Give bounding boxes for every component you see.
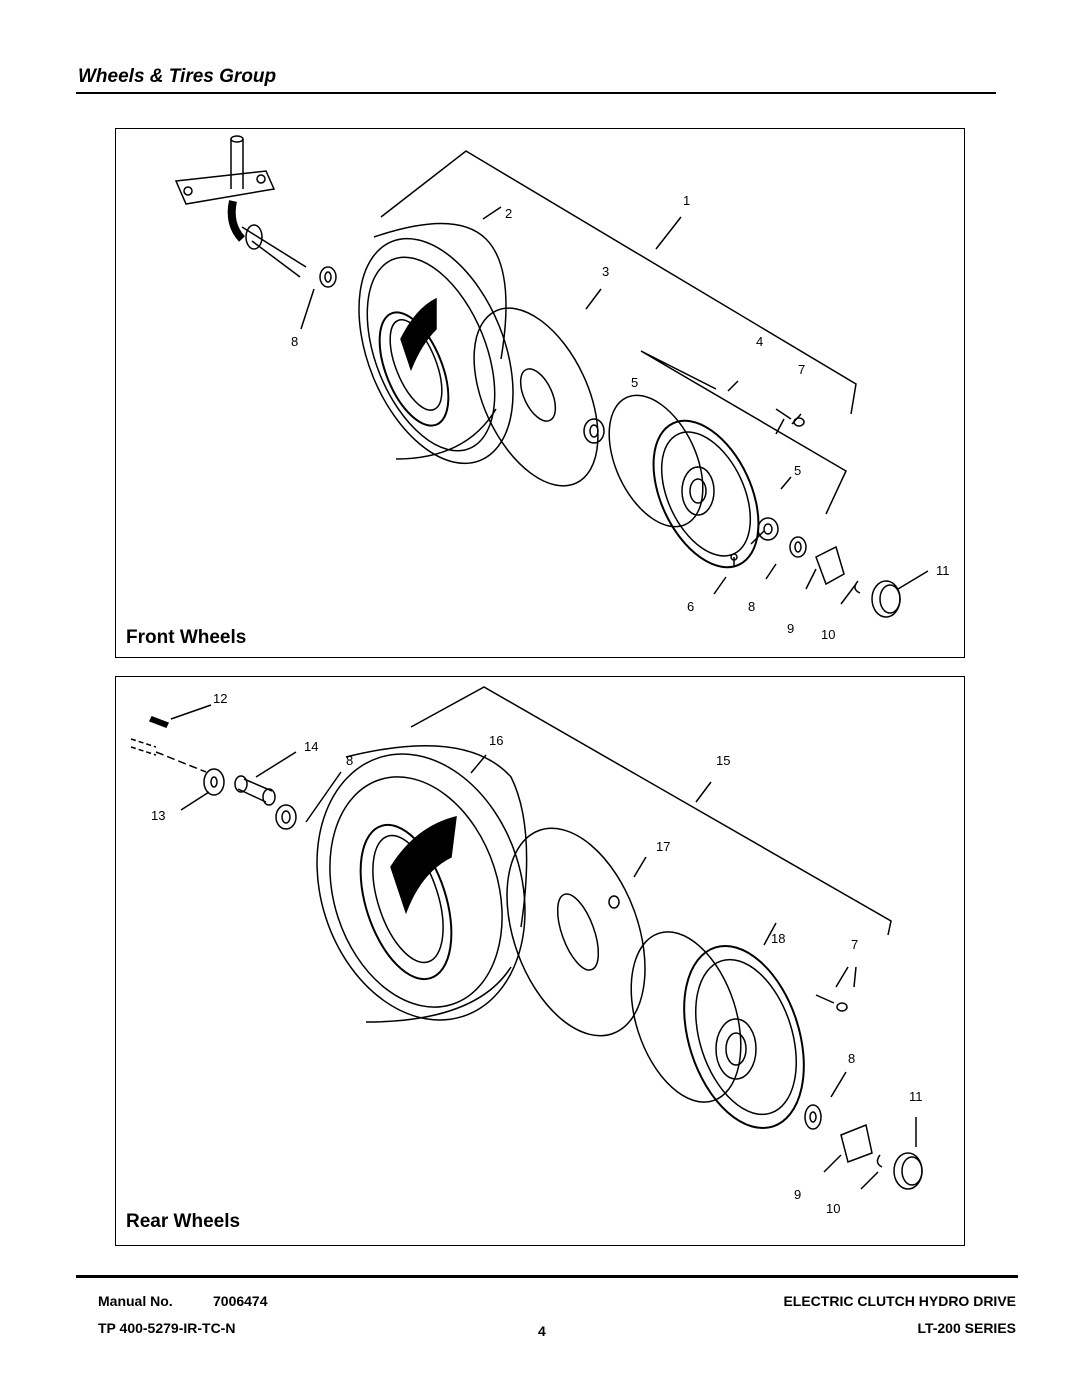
callout-1: 1 bbox=[683, 193, 690, 208]
callout-17: 17 bbox=[656, 839, 670, 854]
callout-15: 15 bbox=[716, 753, 730, 768]
callout-10: 10 bbox=[826, 1201, 840, 1216]
callout-8: 8 bbox=[291, 334, 298, 349]
callout-5: 5 bbox=[631, 375, 638, 390]
callout-18: 18 bbox=[771, 931, 785, 946]
callout-8b: 8 bbox=[748, 599, 755, 614]
product-title: ELECTRIC CLUTCH HYDRO DRIVE bbox=[783, 1293, 1016, 1309]
manual-number: 7006474 bbox=[213, 1293, 268, 1309]
rear-wheels-diagram: 12 13 14 8 15 16 17 18 7 8 9 10 11 bbox=[130, 686, 923, 1216]
callout-16: 16 bbox=[489, 733, 503, 748]
callout-9: 9 bbox=[794, 1187, 801, 1202]
product-series: LT-200 SERIES bbox=[917, 1320, 1016, 1336]
callout-13: 13 bbox=[151, 808, 165, 823]
document-code: TP 400-5279-IR-TC-N bbox=[98, 1320, 236, 1336]
callout-8: 8 bbox=[346, 753, 353, 768]
callout-12: 12 bbox=[213, 691, 227, 706]
footer-rule bbox=[76, 1275, 1018, 1278]
manual-label: Manual No. bbox=[98, 1293, 173, 1309]
callout-8b: 8 bbox=[848, 1051, 855, 1066]
callout-11: 11 bbox=[909, 1089, 923, 1104]
page-number: 4 bbox=[538, 1323, 546, 1339]
callout-4: 4 bbox=[756, 334, 763, 349]
rear-wheels-panel: 12 13 14 8 15 16 17 18 7 8 9 10 11 Rear … bbox=[115, 676, 965, 1246]
callout-7: 7 bbox=[798, 362, 805, 377]
callout-10: 10 bbox=[821, 627, 835, 642]
header-rule bbox=[76, 92, 996, 94]
front-wheels-panel: 1 2 3 4 5 5 6 7 8 8 9 10 11 Front Wheels bbox=[115, 128, 965, 658]
front-wheels-label: Front Wheels bbox=[126, 627, 247, 648]
callout-7: 7 bbox=[851, 937, 858, 952]
callout-2: 2 bbox=[505, 206, 512, 221]
callout-9: 9 bbox=[787, 621, 794, 636]
rear-wheels-label: Rear Wheels bbox=[126, 1211, 241, 1232]
callout-3: 3 bbox=[602, 264, 609, 279]
callout-11: 11 bbox=[936, 563, 950, 578]
callout-5b: 5 bbox=[794, 463, 801, 478]
section-title: Wheels & Tires Group bbox=[78, 66, 277, 87]
callout-14: 14 bbox=[304, 739, 318, 754]
front-wheels-diagram: 1 2 3 4 5 5 6 7 8 8 9 10 11 bbox=[174, 135, 950, 642]
callout-6: 6 bbox=[687, 599, 694, 614]
